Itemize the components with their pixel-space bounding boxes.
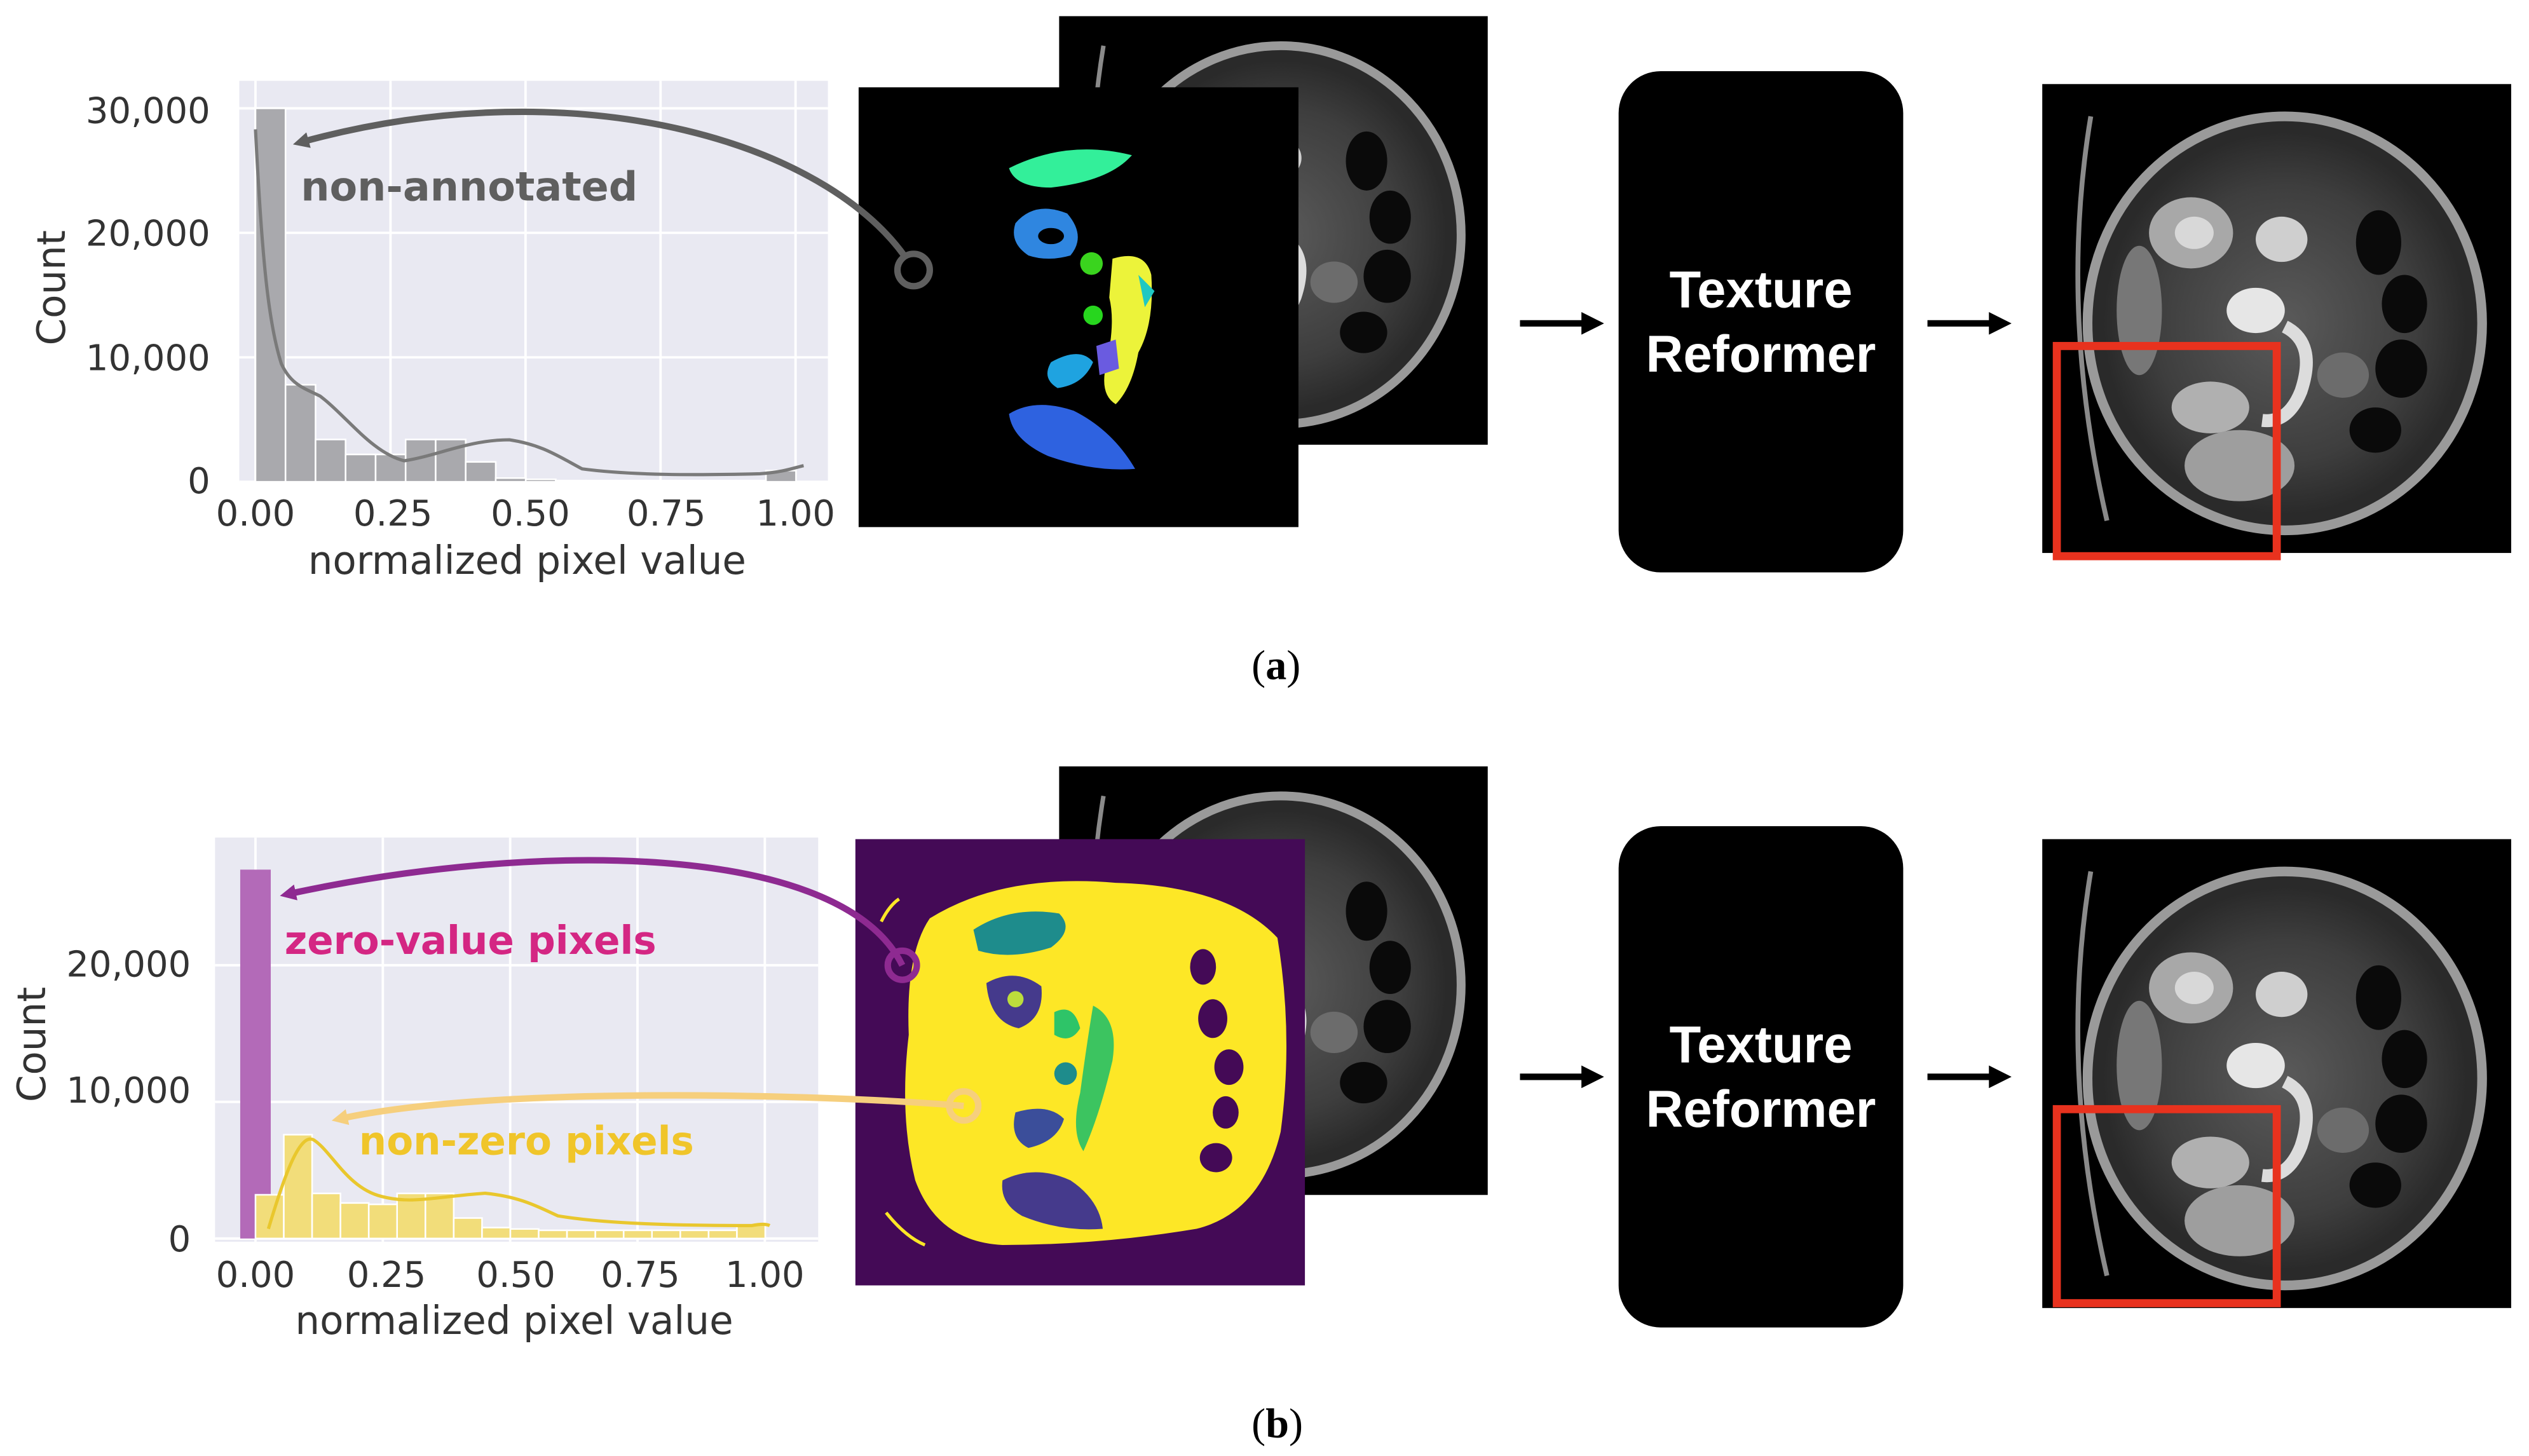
histogram-bar-a	[344, 453, 377, 483]
histogram-bar-a	[254, 107, 287, 483]
histogram-bar-nonzero	[538, 1229, 568, 1240]
histogram-bar-nonzero	[339, 1202, 370, 1240]
caption-a-letter: a	[1265, 642, 1287, 689]
xtick-b-2: 0.50	[476, 1255, 556, 1296]
xtick-a-1: 0.25	[353, 493, 433, 534]
histogram-bar-nonzero	[254, 1194, 285, 1240]
histogram-bar-nonzero	[283, 1134, 313, 1240]
ytick-a-10000: 10,000	[86, 338, 210, 379]
annotation-zero-value: zero-value pixels	[285, 918, 657, 963]
segmentation-mask-a	[858, 87, 1299, 527]
histogram-bar-nonzero	[566, 1229, 596, 1240]
histogram-bar-zero	[240, 869, 271, 1239]
ytick-b-20000: 20,000	[66, 944, 191, 986]
histogram-bar-a	[315, 439, 346, 483]
histogram-bar-a	[585, 479, 617, 483]
annotation-non-annotated: non-annotated	[301, 163, 637, 210]
histogram-bar-nonzero	[425, 1192, 455, 1240]
histogram-bar-nonzero	[311, 1192, 341, 1240]
ylabel-b: Count	[10, 987, 55, 1102]
histogram-bar-a	[494, 477, 527, 483]
ytick-a-0: 0	[187, 461, 210, 502]
caption-a: (a)	[1251, 642, 1301, 689]
histogram-bar-nonzero	[622, 1229, 653, 1240]
histogram-bar-nonzero	[367, 1203, 399, 1240]
texture-reformer-label-a: Texture Reformer	[1646, 260, 1876, 383]
xtick-b-3: 0.75	[601, 1255, 680, 1296]
histogram-bar-nonzero	[679, 1229, 710, 1240]
xtick-b-1: 0.25	[347, 1255, 426, 1296]
texture-reformer-box-b: Texture Reformer	[1618, 826, 1904, 1328]
histogram-b: 20,000 10,000 0 0.00 0.25 0.50 0.75 1.00…	[10, 837, 819, 1344]
xtick-a-0: 0.00	[216, 493, 296, 534]
plot-area-a	[239, 81, 828, 482]
histogram-bar-a	[465, 461, 497, 483]
histogram-bar-nonzero	[651, 1229, 681, 1240]
caption-b: (b)	[1251, 1400, 1304, 1447]
red-highlight-box-b	[2052, 1105, 2281, 1307]
histogram-bar-a	[284, 384, 317, 483]
arrow-zero-value	[280, 857, 906, 967]
histogram-bar-nonzero	[509, 1228, 540, 1240]
texture-reformer-box-a: Texture Reformer	[1618, 71, 1904, 573]
histogram-bar-a	[615, 479, 647, 483]
xtick-b-4: 1.00	[725, 1255, 805, 1296]
xtick-a-3: 0.75	[627, 493, 706, 534]
red-highlight-box-a	[2052, 342, 2281, 561]
arrow-source-circle-a	[894, 250, 933, 290]
arrow-source-circle-b-zero	[884, 947, 920, 983]
histogram-bar-a	[675, 479, 707, 483]
bars-a	[254, 107, 797, 483]
arrow-source-circle-b-nonzero	[946, 1088, 982, 1124]
caption-b-letter: b	[1265, 1400, 1290, 1447]
histogram-bar-a	[735, 479, 767, 483]
histogram-bar-nonzero	[453, 1217, 483, 1240]
bars-b	[240, 869, 767, 1240]
texture-reformer-label-b: Texture Reformer	[1646, 1015, 1876, 1139]
ytick-b-0: 0	[168, 1219, 191, 1260]
annotation-non-zero: non-zero pixels	[359, 1119, 694, 1164]
histogram-bar-a	[524, 478, 557, 483]
xtick-a-2: 0.50	[491, 493, 570, 534]
xlabel-b: normalized pixel value	[295, 1298, 733, 1344]
arrow-non-zero	[331, 1092, 964, 1126]
histogram-bar-nonzero	[481, 1227, 512, 1240]
histogram-bar-nonzero	[594, 1229, 625, 1240]
histogram-bar-a	[644, 479, 677, 483]
ytick-a-30000: 30,000	[86, 90, 210, 132]
arrow-non-annotated	[292, 108, 917, 272]
histogram-bar-a	[555, 479, 587, 483]
plot-area-b	[215, 837, 819, 1242]
histogram-a: 30,000 20,000 10,000 0 0.00 0.25 0.50 0.…	[29, 81, 835, 583]
viridis-mask-b	[855, 839, 1305, 1286]
xtick-b-0: 0.00	[216, 1255, 296, 1296]
histogram-bar-nonzero	[707, 1229, 738, 1240]
ytick-a-20000: 20,000	[86, 214, 210, 255]
ytick-b-10000: 10,000	[66, 1070, 191, 1112]
kde-curve-b	[266, 1137, 771, 1230]
xtick-a-4: 1.00	[756, 493, 835, 534]
ylabel-a: Count	[29, 230, 74, 345]
xlabel-a: normalized pixel value	[308, 538, 746, 583]
kde-curve-a	[254, 129, 804, 477]
histogram-bar-a	[705, 479, 737, 483]
